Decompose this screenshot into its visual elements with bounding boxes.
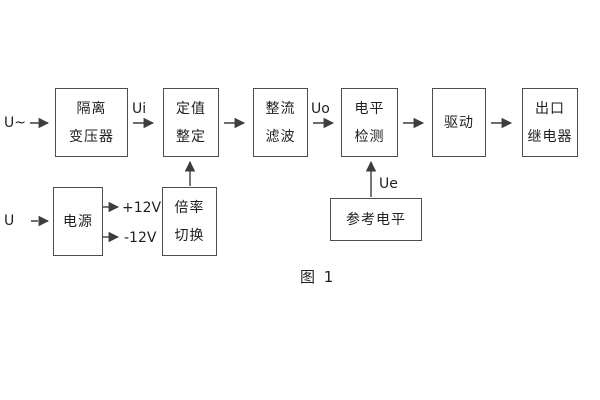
block-output-relay: 出口 继电器 <box>522 88 578 157</box>
block-label-line: 出口 <box>535 100 565 117</box>
label-ac-input: U~ <box>4 115 26 131</box>
label-signal-ui: Ui <box>132 101 147 117</box>
block-label-line: 继电器 <box>527 128 573 145</box>
figure-caption: 图 1 <box>300 268 336 286</box>
block-driver: 驱动 <box>432 88 486 157</box>
block-level-detect: 电平 检测 <box>341 88 398 157</box>
block-label-line: 切换 <box>174 227 205 244</box>
label-signal-ue: Ue <box>379 176 398 192</box>
block-label-line: 整流 <box>265 100 296 117</box>
block-label-line: 隔离 <box>76 100 107 117</box>
block-label-line: 电源 <box>63 213 93 230</box>
block-label-line: 电平 <box>354 100 385 117</box>
block-label-line: 滤波 <box>265 128 296 145</box>
block-rectify-filter: 整流 滤波 <box>253 88 308 157</box>
block-power-supply: 电源 <box>53 187 103 256</box>
block-setting-adjust: 定值 整定 <box>163 88 219 157</box>
block-label-line: 检测 <box>354 128 385 145</box>
label-signal-uo: Uo <box>311 101 330 117</box>
block-label-line: 驱动 <box>444 114 474 131</box>
block-label-line: 整定 <box>176 128 206 145</box>
block-label-line: 变压器 <box>69 128 114 145</box>
block-ratio-switch: 倍率 切换 <box>162 187 217 256</box>
label-dc-input: U <box>4 213 15 229</box>
label-minus-12v: -12V <box>124 230 157 246</box>
block-label-line: 定值 <box>176 100 206 117</box>
block-isolation-transformer: 隔离 变压器 <box>55 88 128 157</box>
block-label-line: 参考电平 <box>346 211 406 228</box>
block-label-line: 倍率 <box>174 199 205 216</box>
label-plus-12v: +12V <box>122 200 162 216</box>
block-reference-level: 参考电平 <box>330 198 422 241</box>
